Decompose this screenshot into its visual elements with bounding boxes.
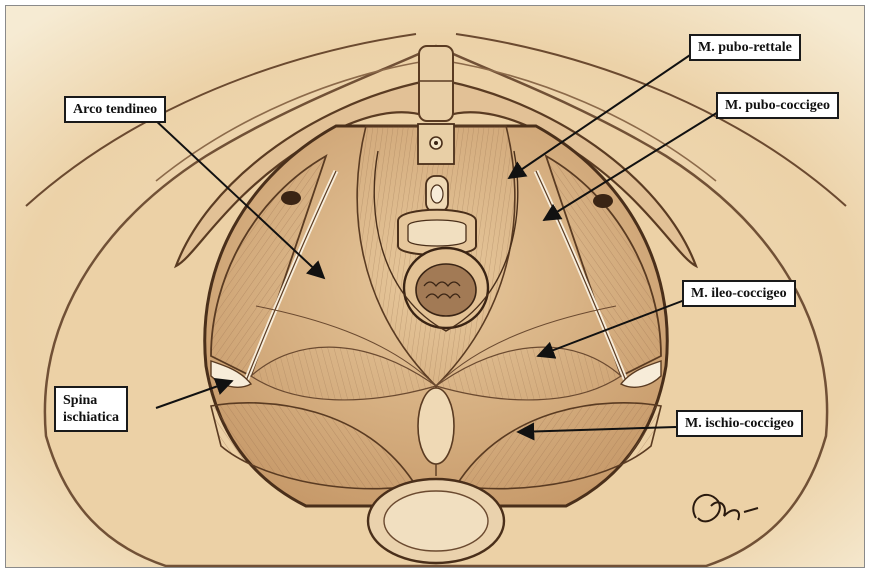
label-m-ischio-coccigeo: M. ischio-coccigeo — [676, 410, 803, 437]
label-spina-ischiatica-line1: Spina — [63, 392, 119, 409]
label-spina-ischiatica: Spina ischiatica — [54, 386, 128, 432]
illustration-frame: M. pubo-rettale M. pubo-coccigeo Arco te… — [5, 5, 865, 568]
label-arco-tendineo: Arco tendineo — [64, 96, 166, 123]
label-spina-ischiatica-line2: ischiatica — [63, 409, 119, 426]
label-m-ileo-coccigeo: M. ileo-coccigeo — [682, 280, 796, 307]
label-m-pubo-rettale: M. pubo-rettale — [689, 34, 801, 61]
label-m-pubo-coccigeo: M. pubo-coccigeo — [716, 92, 839, 119]
